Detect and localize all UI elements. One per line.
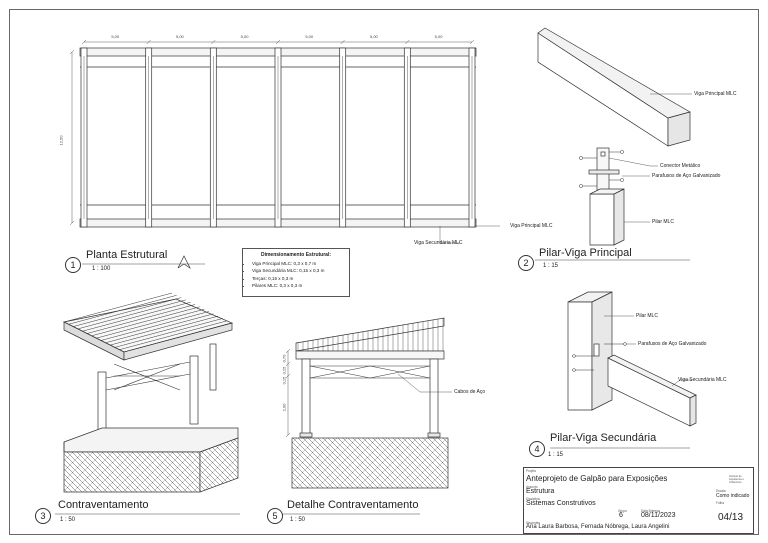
sheet-number: 04/13 xyxy=(718,512,744,523)
view-title: Pilar-Viga Principal xyxy=(539,247,632,259)
view-scale: 1 : 50 xyxy=(290,517,306,523)
roof-rib xyxy=(77,299,186,330)
detail2-beam-label: Viga Principal MLC xyxy=(694,91,737,97)
view-scale: 1 : 50 xyxy=(60,517,76,523)
detail2-column-label: Pilar MLC xyxy=(652,219,674,225)
roof-rib xyxy=(105,313,214,344)
north-arrow-icon xyxy=(177,255,191,270)
detail4-column-label: Pilar MLC xyxy=(636,313,658,319)
detail2-connector-label: Conector Metálico xyxy=(660,163,701,169)
discipline-value: Sistemas Construtivos xyxy=(526,500,596,507)
roof-rib xyxy=(63,292,173,323)
view-number: 4 xyxy=(529,441,545,457)
project-name: Anteprojeto de Galpão para Exposições xyxy=(526,474,668,483)
subject-value: Estrutura xyxy=(526,488,555,495)
detail5-dim: 0,15 xyxy=(281,376,287,385)
bracing-elevation xyxy=(285,317,452,489)
dimension-tick xyxy=(405,39,410,45)
view-number: 1 xyxy=(65,257,81,273)
view-scale: 1 : 15 xyxy=(548,452,564,458)
roof-rib xyxy=(68,295,177,325)
roof-rib xyxy=(123,322,233,353)
plan-bay-dimension: 5,00 xyxy=(111,34,120,39)
date-value: 08/11/2023 xyxy=(641,512,676,519)
roof-rib xyxy=(73,297,182,327)
roof-rib xyxy=(82,301,191,332)
detail5-dim: 0,15 xyxy=(281,366,287,375)
roof-rib xyxy=(119,320,228,350)
secondary-beam-detail xyxy=(567,291,697,427)
scale-caption: Escala xyxy=(716,489,726,493)
view-number: 5 xyxy=(267,508,283,524)
group-value: 6 xyxy=(619,512,623,519)
dimension-tick xyxy=(81,39,87,45)
legend-item: Viga Principal MLC: 0,3 x 0,7 m xyxy=(252,260,349,267)
plan-view xyxy=(69,39,500,244)
roof-rib xyxy=(96,308,205,339)
sheet-border xyxy=(9,9,759,535)
view-scale: 1 : 100 xyxy=(92,266,111,272)
detail2-bolts-label: Parafusos de Aço Galvanizado xyxy=(652,173,721,179)
plan-bay-dimension: 5,00 xyxy=(434,34,443,39)
bracing-isometric xyxy=(62,292,239,493)
group-caption: Grupo xyxy=(618,509,627,513)
legend-heading: Dimensionamento Estrutural: xyxy=(260,252,331,258)
plan-main-beam-label: Viga Principal MLC xyxy=(510,223,553,229)
plan-bay-dimension: 5,00 xyxy=(305,34,314,39)
plan-bay-dimension: 5,00 xyxy=(370,34,378,39)
plan-bay-dimension: 5,00 xyxy=(176,34,184,39)
beam-column-detail xyxy=(537,27,692,246)
date-caption: Data Entrega xyxy=(641,509,660,513)
roof-rib xyxy=(114,318,223,348)
institution-name: Instituto de Arquitetura e Urbanismo xyxy=(729,475,744,484)
structural-sizing-legend: Dimensionamento Estrutural: Viga Princip… xyxy=(242,248,350,297)
view-title: Planta Estrutural xyxy=(86,249,168,261)
view-number: 3 xyxy=(35,508,51,524)
roof-rib xyxy=(100,311,209,341)
plan-bay-dimension: 5,00 xyxy=(240,34,249,39)
legend-item: Viga Secundária MLC: 0,15 x 0,3 m xyxy=(252,267,349,274)
discipline-caption: Disciplina xyxy=(526,497,540,501)
detail5-cables-label: Cabos de Aço xyxy=(454,389,486,395)
scale-value: Como indicado xyxy=(716,493,750,499)
view-number: 2 xyxy=(518,255,534,271)
detail4-beam-label: Viga Secundária MLC xyxy=(678,377,727,383)
dimension-tick xyxy=(275,39,281,45)
students-value: Ana Laura Barbosa, Fernada Nóbrega, Laur… xyxy=(526,524,670,530)
roof-rib xyxy=(91,306,200,337)
legend-item: Pilares MLC: 0,3 x 0,3 m xyxy=(252,282,349,289)
students-caption: Discentes xyxy=(526,521,540,525)
view-title: Pilar-Viga Secundária xyxy=(550,432,657,444)
title-block: Projeto Anteprojeto de Galpão para Expos… xyxy=(523,467,754,534)
view-scale: 1 : 15 xyxy=(543,263,559,269)
roof-rib xyxy=(110,315,219,346)
detail5-dim: 0,70 xyxy=(281,354,287,363)
legend-item: Terças: 0,15 x 0,3 m xyxy=(252,275,349,282)
plan-depth-dimension: 12,50 xyxy=(58,135,64,146)
dimension-tick xyxy=(146,39,151,45)
view-title: Detalhe Contraventamento xyxy=(287,499,419,511)
sheet-caption: Folha xyxy=(716,501,724,505)
subject-caption: Assunto xyxy=(526,485,538,489)
dimension-tick xyxy=(211,39,216,45)
roof-rib xyxy=(87,304,196,334)
project-caption: Projeto xyxy=(526,469,537,473)
detail4-bolts-label: Parafusos de Aço Galvanizado xyxy=(638,341,707,347)
dimension-tick xyxy=(340,39,345,45)
dimension-tick xyxy=(469,39,475,45)
view-title: Contraventamento xyxy=(58,499,149,511)
detail5-dim: 2,00 xyxy=(281,403,287,412)
plan-secondary-beam-label: Viga Secundária MLC xyxy=(414,240,463,246)
